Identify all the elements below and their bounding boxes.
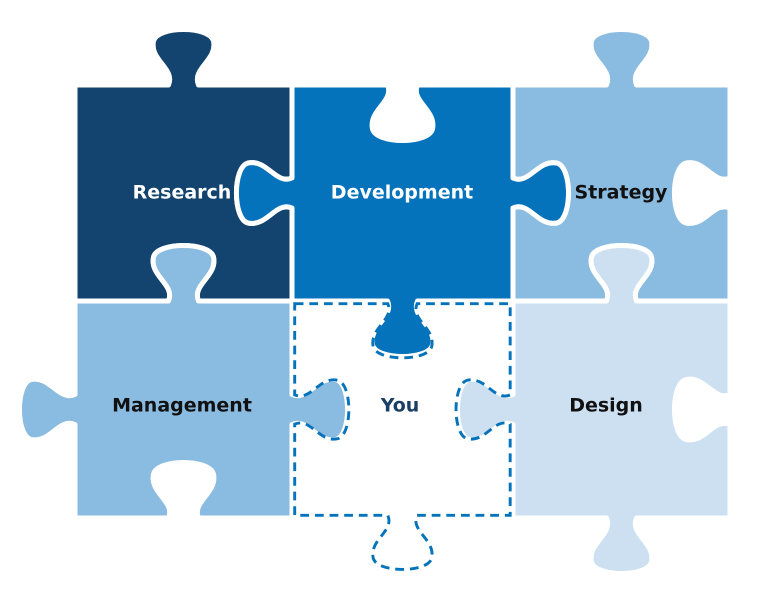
puzzle-piece-design [454, 242, 733, 577]
label-development: Development [331, 182, 473, 204]
puzzle-piece-management [16, 242, 351, 521]
label-you: You [380, 395, 420, 417]
puzzle-piece-you [293, 302, 512, 571]
label-design: Design [569, 395, 643, 417]
label-research: Research [133, 182, 232, 204]
label-management: Management [112, 395, 252, 417]
label-strategy: Strategy [575, 182, 669, 204]
